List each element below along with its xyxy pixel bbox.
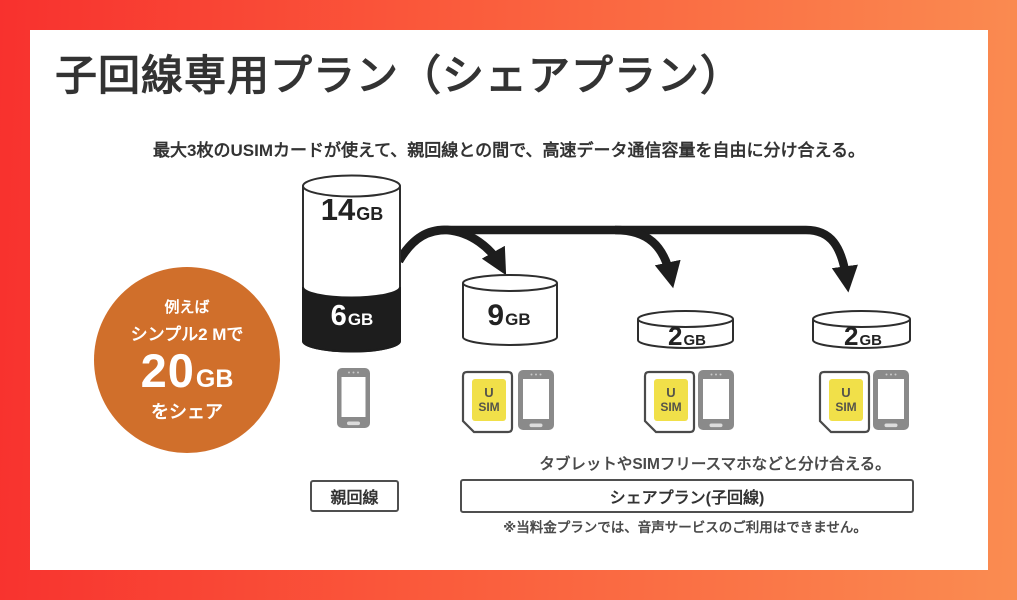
child-capacity-2-amount: 2 bbox=[668, 321, 683, 351]
usim-label-2-line1: U bbox=[666, 385, 676, 401]
child-phone-icon-1 bbox=[518, 370, 554, 430]
child-capacity-2-unit: GB bbox=[683, 332, 706, 349]
usim-label-3-line2: SIM bbox=[835, 399, 857, 414]
parent-phone-icon bbox=[337, 368, 370, 428]
arrow-to-child-2 bbox=[614, 225, 681, 289]
badge-amount: 20 bbox=[140, 344, 195, 398]
usim-label-1: U SIM bbox=[472, 380, 506, 420]
child-capacity-2: 2 GB bbox=[637, 323, 737, 349]
child-capacity-1-amount: 9 bbox=[487, 299, 505, 332]
parent-capacity-used-unit: GB bbox=[347, 310, 374, 329]
child-cylinder-3 bbox=[812, 310, 911, 349]
usim-label-3-line1: U bbox=[841, 385, 851, 401]
usim-label-1-line1: U bbox=[484, 385, 494, 401]
parent-capacity-remaining-unit: GB bbox=[356, 204, 384, 224]
diagram-canvas bbox=[302, 174, 911, 434]
parent-cylinder-used-portion bbox=[302, 286, 401, 353]
badge-line1: 例えば bbox=[164, 299, 210, 317]
usim-card-icon-2 bbox=[643, 370, 696, 434]
footnote: ※当料金プランでは、音声サービスのご利用はできません。 bbox=[503, 520, 867, 535]
arrow-to-child-1 bbox=[395, 225, 507, 276]
usim-label-1-line2: SIM bbox=[478, 399, 500, 414]
child-cylinder-2 bbox=[637, 310, 734, 349]
usim-label-3: U SIM bbox=[829, 380, 863, 420]
child-capacity-1-unit: GB bbox=[505, 310, 531, 329]
usim-card-icon-3 bbox=[818, 370, 871, 434]
distribution-arrows bbox=[395, 225, 858, 293]
parent-capacity-used-amount: 6 bbox=[330, 300, 347, 332]
badge-unit: GB bbox=[195, 365, 234, 394]
parent-line-label-box: 親回線 bbox=[310, 480, 399, 512]
page-title: 子回線専用プラン（シェアプラン） bbox=[55, 52, 744, 99]
subtitle: 最大3枚のUSIMカードが使えて、親回線との間で、高速データ通信容量を自由に分け… bbox=[153, 141, 865, 160]
usim-label-2: U SIM bbox=[654, 380, 688, 420]
child-capacity-3-unit: GB bbox=[859, 332, 882, 349]
share-plan-label-box: シェアプラン(子回線) bbox=[460, 479, 914, 513]
usim-label-2-line2: SIM bbox=[660, 399, 682, 414]
share-note: タブレットやSIMフリースマホなどと分け合える。 bbox=[539, 456, 891, 473]
child-capacity-1: 9 GB bbox=[459, 301, 559, 331]
parent-capacity-remaining: 14 GB bbox=[302, 194, 402, 225]
badge-line2: シンプル2 Mで bbox=[130, 325, 244, 345]
usim-card-icon-1 bbox=[461, 370, 514, 434]
child-capacity-3-amount: 2 bbox=[844, 321, 859, 351]
child-phone-icon-2 bbox=[698, 370, 734, 430]
child-capacity-3: 2 GB bbox=[813, 323, 913, 349]
child-cylinder-1 bbox=[462, 274, 558, 346]
badge-amount-row: 20 GB bbox=[140, 344, 234, 398]
child-phone-icon-3 bbox=[873, 370, 909, 430]
parent-cylinder bbox=[302, 174, 401, 353]
example-badge: 例えば シンプル2 Mで 20 GB をシェア bbox=[94, 267, 280, 453]
parent-capacity-remaining-amount: 14 bbox=[320, 192, 356, 227]
content-sheet: 子回線専用プラン（シェアプラン） 最大3枚のUSIMカードが使えて、親回線との間… bbox=[30, 30, 988, 570]
parent-capacity-used: 6 GB bbox=[302, 302, 402, 331]
badge-line3: をシェア bbox=[151, 401, 223, 422]
